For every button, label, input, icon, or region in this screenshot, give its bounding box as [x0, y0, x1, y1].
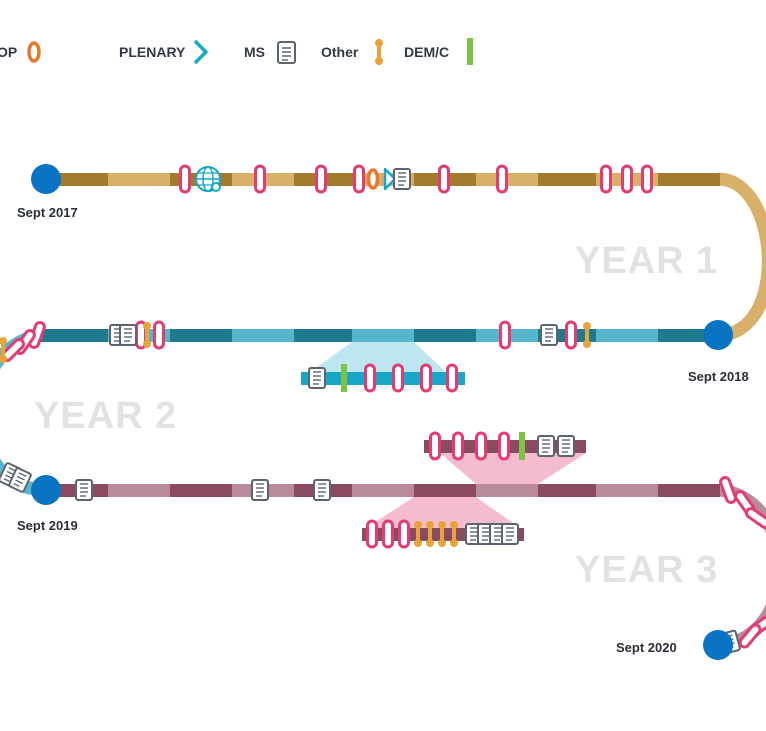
event-marker — [498, 431, 510, 461]
document-icon — [8, 467, 32, 493]
document-icon — [537, 435, 555, 457]
document-icon — [313, 479, 331, 501]
event-marker — [179, 164, 191, 194]
event-marker — [366, 519, 378, 549]
date-label-sept-2018: Sept 2018 — [688, 369, 749, 384]
event-marker — [398, 519, 410, 549]
document-icon — [251, 479, 269, 501]
legend-label-ms: MS — [244, 44, 265, 60]
milestone-sept-2017 — [31, 164, 61, 194]
event-marker — [364, 363, 376, 393]
plenary-chevron-icon — [383, 167, 397, 191]
date-label-sept-2020: Sept 2020 — [616, 640, 677, 655]
event-marker — [499, 320, 511, 350]
year1-curve — [717, 172, 766, 342]
legend: OP PLENARY MS Other DEM/C — [0, 38, 473, 65]
event-marker — [254, 164, 266, 194]
legend-label-other: Other — [321, 44, 359, 60]
event-marker — [420, 363, 432, 393]
event-marker — [600, 164, 612, 194]
document-icon — [540, 324, 558, 346]
link-icon — [450, 521, 458, 547]
legend-label-demc: DEM/C — [404, 44, 449, 60]
link-icon — [414, 521, 422, 547]
event-marker — [745, 507, 766, 529]
event-marker — [565, 320, 577, 350]
link-icon — [426, 521, 434, 547]
document-icon — [501, 523, 519, 545]
green-bar-icon — [467, 38, 473, 65]
link-icon — [0, 337, 7, 363]
event-marker — [475, 431, 487, 461]
document-icon — [557, 435, 575, 457]
event-marker — [429, 431, 441, 461]
document-icon — [119, 324, 137, 346]
event-marker — [452, 431, 464, 461]
year-1-label: YEAR 1 — [575, 240, 718, 282]
year-2-label: YEAR 2 — [34, 395, 177, 437]
milestone-sept-2018 — [703, 320, 733, 350]
link-icon — [438, 521, 446, 547]
document-icon — [393, 168, 411, 190]
legend-label-plenary: PLENARY — [119, 44, 186, 60]
orange-ring-icon — [27, 41, 41, 63]
date-label-sept-2019: Sept 2019 — [17, 518, 78, 533]
milestone-sept-2020 — [703, 630, 733, 660]
document-icon — [75, 479, 93, 501]
plenary-chevron-icon — [193, 39, 208, 65]
green-bar-icon — [519, 432, 525, 460]
globe-icon — [195, 166, 221, 192]
year3-zoom-callout-upper — [440, 453, 586, 484]
event-marker — [496, 164, 508, 194]
event-marker — [382, 519, 394, 549]
event-marker — [353, 164, 365, 194]
event-marker — [315, 164, 327, 194]
year-3-label: YEAR 3 — [575, 549, 718, 591]
event-marker — [621, 164, 633, 194]
document-icon — [277, 41, 296, 64]
event-marker — [738, 623, 762, 649]
link-icon — [375, 39, 383, 65]
event-marker — [641, 164, 653, 194]
milestone-sept-2019 — [31, 475, 61, 505]
legend-label-op: OP — [0, 44, 17, 60]
event-marker — [153, 320, 165, 350]
event-marker — [719, 476, 737, 504]
event-marker — [438, 164, 450, 194]
link-icon — [143, 322, 151, 348]
orange-ring-icon — [366, 168, 380, 190]
link-icon — [583, 322, 591, 348]
year3-track — [46, 484, 720, 497]
date-label-sept-2017: Sept 2017 — [17, 205, 78, 220]
year1-track — [46, 173, 720, 186]
document-icon — [308, 367, 326, 389]
event-marker — [392, 363, 404, 393]
green-bar-icon — [341, 364, 347, 392]
event-marker — [446, 363, 458, 393]
